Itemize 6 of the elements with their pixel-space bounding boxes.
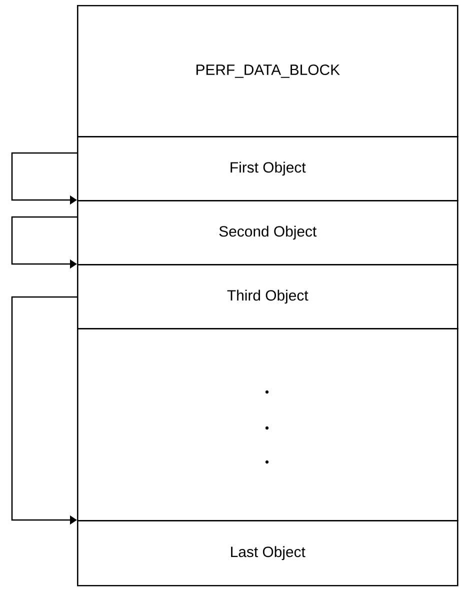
- object-box: Third Object: [77, 264, 458, 330]
- header-box: PERF_DATA_BLOCK: [77, 5, 458, 138]
- object-box: Last Object: [77, 520, 458, 586]
- object-box: Second Object: [77, 200, 458, 266]
- object-box: First Object: [77, 136, 458, 202]
- blank-box: [77, 328, 458, 522]
